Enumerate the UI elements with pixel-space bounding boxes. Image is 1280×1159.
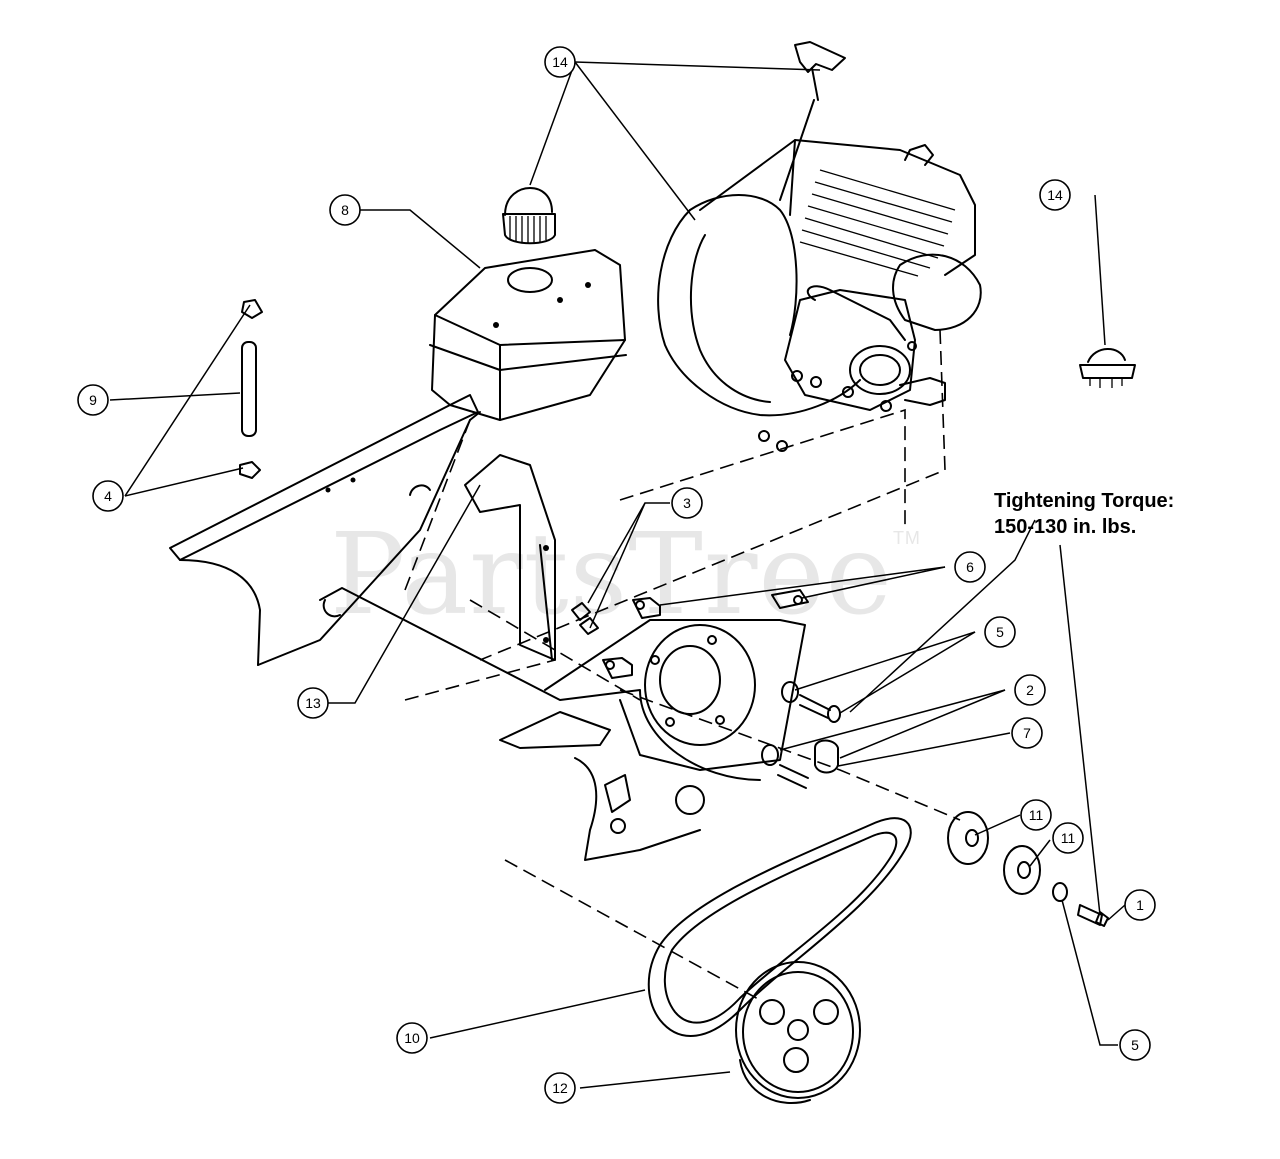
callout-label: 2 [1026,682,1034,698]
callout-label: 8 [341,202,349,218]
callout-label: 11 [1061,830,1076,846]
callout-label: 11 [1029,807,1044,823]
callout-5-upper: 5 [984,616,1016,648]
callout-8: 8 [329,194,361,226]
callout-2: 2 [1014,674,1046,706]
callout-label: 12 [552,1080,568,1096]
callout-13: 13 [297,687,329,719]
callout-10: 10 [396,1022,428,1054]
callout-12: 12 [544,1072,576,1104]
callout-7: 7 [1011,717,1043,749]
callout-14-top: 14 [544,46,576,78]
callout-label: 1 [1136,897,1144,913]
v-belt [647,817,912,1037]
fuel-cap [502,187,556,245]
dipstick [779,41,846,201]
watermark-trademark: TM [892,528,921,548]
callout-5-lower: 5 [1119,1029,1151,1061]
callout-label: 6 [966,559,974,575]
callout-1: 1 [1124,889,1156,921]
watermark: PartsTreeTM [330,510,921,640]
callout-9: 9 [77,384,109,416]
watermark-text: PartsTree [330,510,893,640]
callout-11-lower: 11 [1052,822,1084,854]
frame [169,394,806,861]
callout-14-right: 14 [1039,179,1071,211]
callout-label: 3 [683,495,691,511]
drive-pulley [735,961,861,1105]
callout-label: 4 [104,488,112,504]
callout-6: 6 [954,551,986,583]
callout-label: 9 [89,392,97,408]
hardware [571,589,841,789]
callout-4: 4 [92,480,124,512]
callout-11-upper: 11 [1020,799,1052,831]
callout-3: 3 [671,487,703,519]
callout-label: 13 [305,695,321,711]
callout-label: 10 [404,1030,420,1046]
callout-label: 14 [552,54,568,70]
callout-label: 5 [1131,1037,1139,1053]
torque-note-title: Tightening Torque: [994,490,1175,512]
fuel-tank [429,249,627,421]
fuel-line [239,299,263,479]
torque-note-value: 150-130 in. lbs. [994,516,1137,538]
torque-note: Tightening Torque: 150-130 in. lbs. [994,488,1174,540]
callout-label: 5 [996,624,1004,640]
callout-label: 7 [1023,725,1031,741]
pulley-washers [947,811,1109,927]
leader-lines [109,61,1126,1089]
dashed-connections [404,329,961,1001]
callout-label: 14 [1047,187,1063,203]
engine [657,139,982,452]
primer-bulb [1079,348,1136,388]
